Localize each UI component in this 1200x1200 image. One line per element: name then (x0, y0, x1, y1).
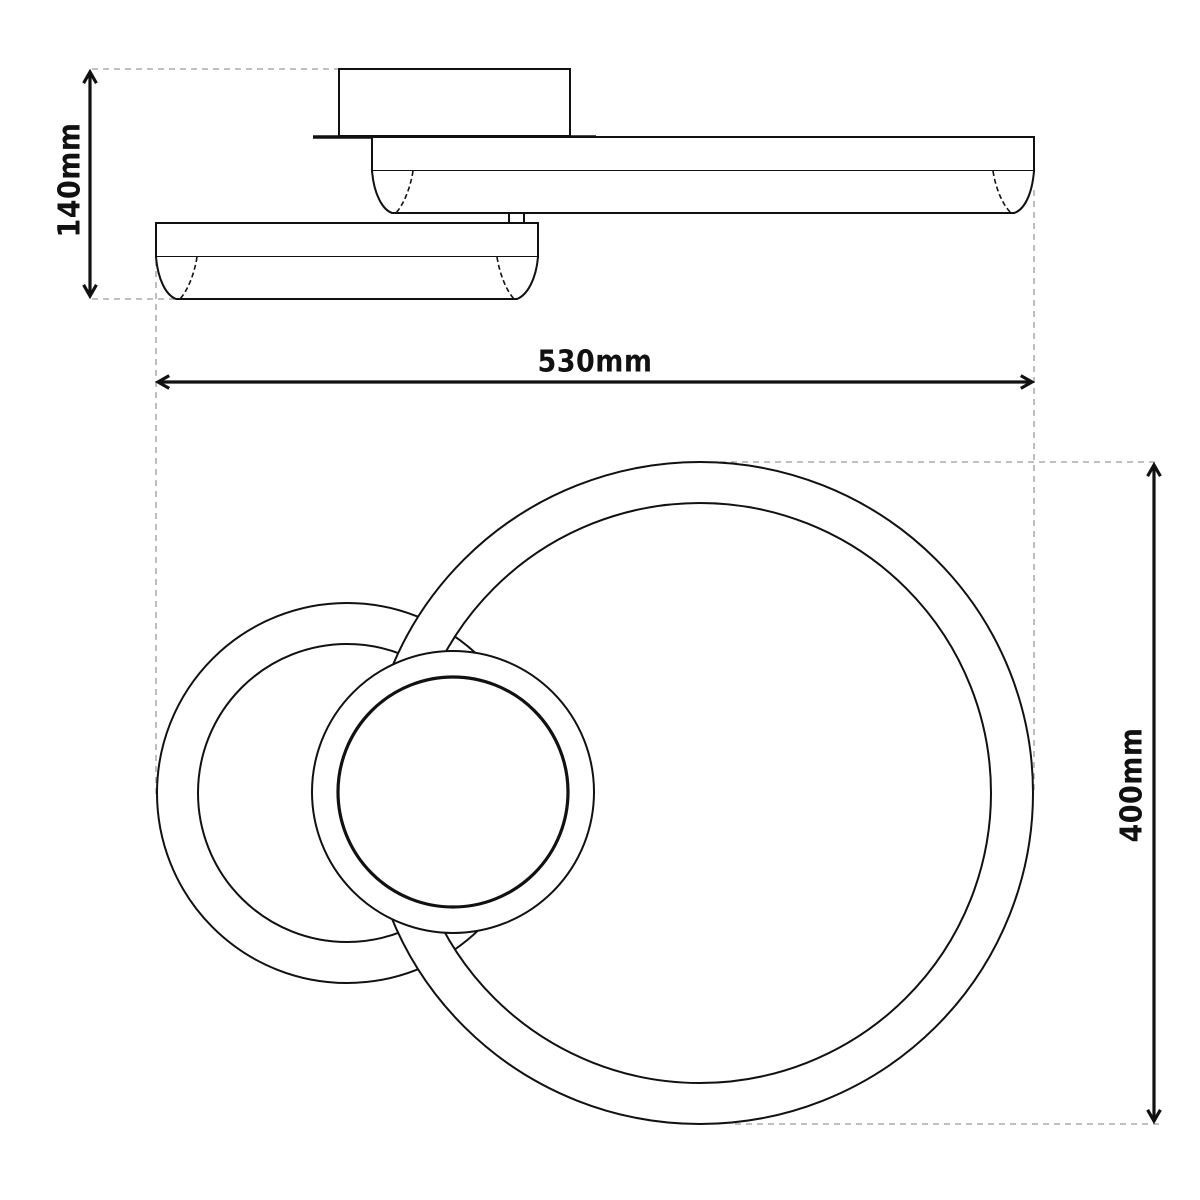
top-view (156, 461, 1034, 1125)
height-label: 140mm (52, 122, 88, 238)
connector-stem (508, 212, 525, 224)
canopy-box (338, 68, 571, 137)
depth-label: 400mm (1114, 727, 1150, 843)
side-view (155, 68, 1035, 300)
small-ring (311, 650, 595, 934)
dimension-guides (92, 68, 1160, 1125)
lower-ring-profile (155, 222, 539, 300)
dimension-arrows (82, 68, 1162, 1125)
upper-ring-profile (371, 136, 1035, 214)
width-label: 530mm (537, 344, 653, 380)
